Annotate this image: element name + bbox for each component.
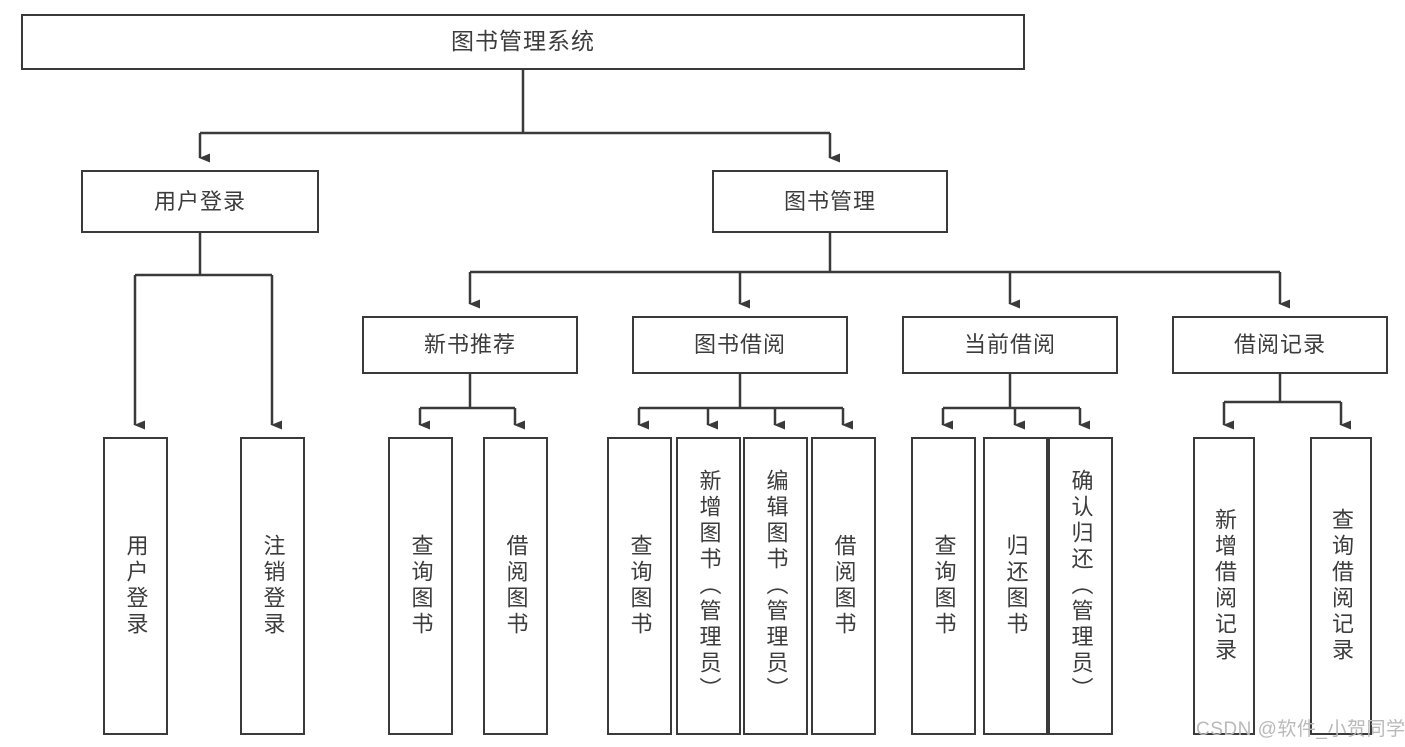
node-leaf-rec-borrow[interactable]: 借阅图书 [483,437,548,735]
node-leaf-borrow-edit[interactable]: 编辑图书（管理员） [743,437,808,735]
node-current-borrow-label: 当前借阅 [963,332,1056,358]
node-current-borrow[interactable]: 当前借阅 [902,316,1118,374]
node-leaf-rec-query2[interactable]: 查询借阅记录 [1310,437,1372,735]
node-leaf-user-logout[interactable]: 注销登录 [240,437,305,735]
node-leaf-user-logout-label: 注销登录 [260,534,286,638]
node-leaf-rec-add[interactable]: 新增借阅记录 [1193,437,1255,735]
node-leaf-cur-query[interactable]: 查询图书 [911,437,976,735]
node-root-label: 图书管理系统 [451,28,595,55]
node-book-borrow-label: 图书借阅 [693,332,786,358]
node-borrow-record-label: 借阅记录 [1233,332,1326,358]
node-leaf-cur-return[interactable]: 归还图书 [983,437,1048,735]
node-leaf-rec-add-label: 新增借阅记录 [1211,508,1237,664]
node-root[interactable]: 图书管理系统 [21,14,1025,70]
node-leaf-borrow-query[interactable]: 查询图书 [607,437,672,735]
node-new-book-rec[interactable]: 新书推荐 [362,316,578,374]
node-book-manage-label: 图书管理 [783,188,876,214]
node-book-borrow[interactable]: 图书借阅 [632,316,848,374]
node-user-login-label: 用户登录 [153,188,246,214]
node-book-manage[interactable]: 图书管理 [712,170,948,233]
node-leaf-borrow-book[interactable]: 借阅图书 [811,437,876,735]
node-leaf-cur-confirm[interactable]: 确认归还（管理员） [1048,437,1113,735]
node-leaf-cur-return-label: 归还图书 [1003,534,1029,638]
node-user-login[interactable]: 用户登录 [81,170,319,233]
node-leaf-borrow-add-label: 新增图书（管理员） [696,469,722,703]
node-new-book-rec-label: 新书推荐 [423,332,516,358]
node-leaf-cur-confirm-label: 确认归还（管理员） [1068,469,1094,703]
node-leaf-rec-query[interactable]: 查询图书 [388,437,453,735]
node-leaf-borrow-edit-label: 编辑图书（管理员） [763,469,789,703]
csdn-watermark: CSDN @软件_小贺同学 [1196,719,1405,740]
node-leaf-borrow-add[interactable]: 新增图书（管理员） [676,437,741,735]
node-leaf-rec-borrow-label: 借阅图书 [503,534,529,638]
node-leaf-cur-query-label: 查询图书 [931,534,957,638]
node-leaf-borrow-query-label: 查询图书 [627,534,653,638]
node-borrow-record[interactable]: 借阅记录 [1172,316,1388,374]
node-leaf-borrow-book-label: 借阅图书 [831,534,857,638]
node-leaf-rec-query-label: 查询图书 [408,534,434,638]
node-leaf-rec-query2-label: 查询借阅记录 [1328,508,1354,664]
node-leaf-user-login-label: 用户登录 [123,534,149,638]
node-leaf-user-login[interactable]: 用户登录 [103,437,168,735]
